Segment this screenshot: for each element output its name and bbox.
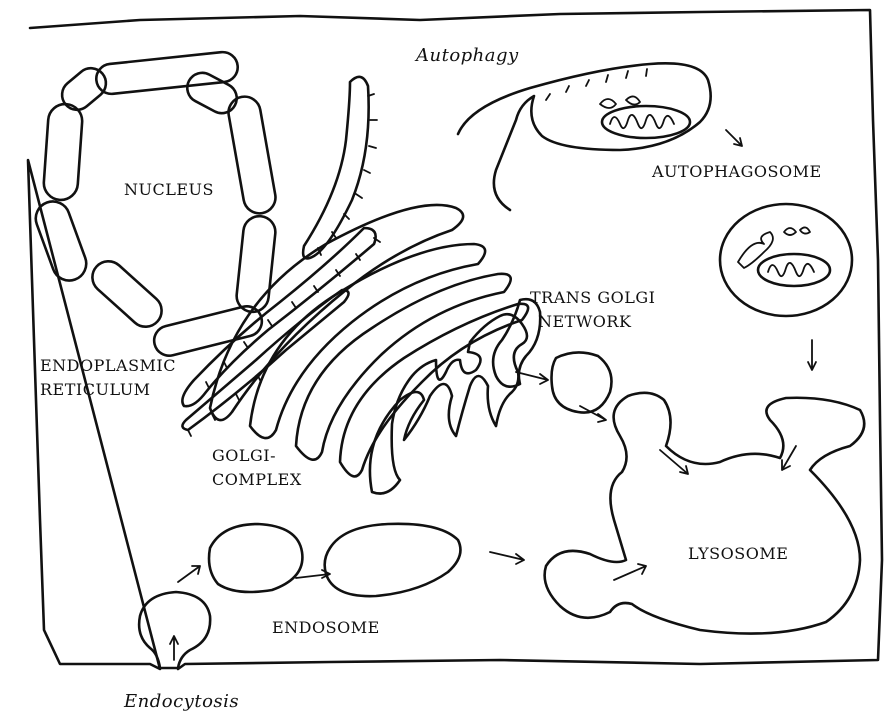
autophagosome [720, 204, 852, 316]
label-er-line1: ENDOPLASMIC [40, 354, 176, 378]
label-autophagosome: AUTOPHAGOSOME [652, 160, 822, 184]
label-trans-golgi-network: TRANS GOLGI NETWORK [530, 286, 655, 334]
tgn-vesicle [552, 352, 612, 412]
arrows [170, 130, 816, 660]
label-lysosome: LYSOSOME [688, 542, 788, 566]
lysosome [545, 393, 865, 634]
label-golgi-line1: GOLGI- [212, 444, 302, 468]
label-trans-golgi-line2: NETWORK [530, 310, 655, 334]
label-er-line2: RETICULUM [40, 378, 176, 402]
label-golgi-complex: GOLGI- COMPLEX [212, 444, 302, 492]
label-endosome: ENDOSOME [272, 616, 380, 640]
label-autophagy: Autophagy [416, 44, 519, 68]
label-endocytosis: Endocytosis [124, 690, 239, 714]
label-nucleus: NUCLEUS [124, 178, 214, 202]
endoplasmic-reticulum [182, 77, 375, 430]
label-trans-golgi-line1: TRANS GOLGI [530, 286, 655, 310]
label-endoplasmic-reticulum: ENDOPLASMIC RETICULUM [40, 354, 176, 402]
autophagy-membrane [458, 63, 711, 210]
cell-membrane [28, 10, 882, 669]
endosomes [139, 524, 460, 668]
label-golgi-line2: COMPLEX [212, 468, 302, 492]
